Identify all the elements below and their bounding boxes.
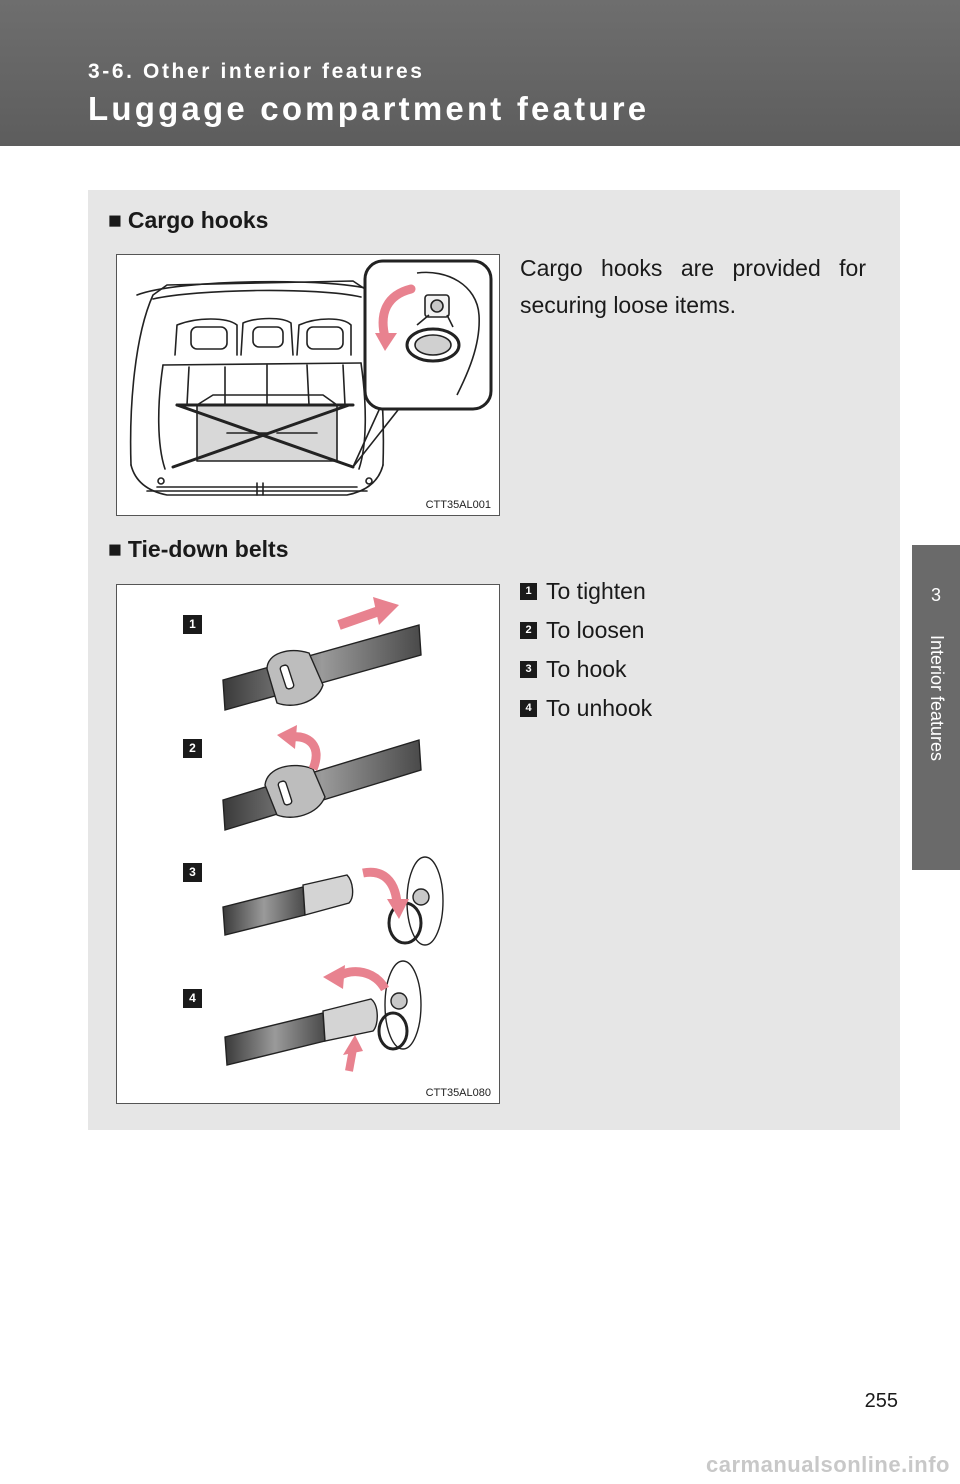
figure-step-1-badge: 1 xyxy=(183,615,202,634)
square-bullet-icon: ■ xyxy=(108,536,122,562)
page-title: Luggage compartment feature xyxy=(88,90,650,127)
step-number-badge: 1 xyxy=(520,583,537,600)
figure-code: CTT35AL001 xyxy=(425,499,491,511)
page-number: 255 xyxy=(864,1390,898,1412)
step-to-unhook: 4 To unhook xyxy=(520,695,652,722)
step-to-loosen: 2 To loosen xyxy=(520,617,644,644)
figure-step-2-badge: 2 xyxy=(183,739,202,758)
figure-step-4-badge: 4 xyxy=(183,989,202,1008)
step-label: To loosen xyxy=(546,617,645,643)
header-band: 3-6. Other interior features Luggage com… xyxy=(0,0,960,146)
step-number-badge: 2 xyxy=(520,622,537,639)
cargo-hooks-figure: CTT35AL001 xyxy=(116,254,500,516)
cargo-hooks-description-line2: securing loose items. xyxy=(520,292,737,318)
step-label: To unhook xyxy=(546,695,653,721)
chapter-tab-label: Interior features xyxy=(927,635,947,762)
step-to-tighten: 1 To tighten xyxy=(520,578,646,605)
step-label: To tighten xyxy=(546,578,646,604)
chapter-tab-number: 3 xyxy=(930,585,941,605)
tie-down-belts-heading: ■Tie-down belts xyxy=(108,536,289,562)
figure-step-3-badge: 3 xyxy=(183,863,202,882)
square-bullet-icon: ■ xyxy=(108,207,122,233)
watermark[interactable]: carmanualsonline.info xyxy=(706,1452,950,1477)
step-label: To hook xyxy=(546,656,627,682)
section-number: 3-6. Other interior features xyxy=(88,60,425,83)
luggage-compartment-illustration xyxy=(129,259,493,496)
tie-down-belts-figure: 1 2 3 4 CTT35AL080 xyxy=(116,584,500,1104)
cargo-hooks-description-line1: Cargo hooks are provided for xyxy=(520,255,866,281)
tie-down-belt-illustration xyxy=(222,597,444,1072)
cargo-hooks-heading: ■Cargo hooks xyxy=(108,207,269,233)
content-panel: ■Cargo hooks xyxy=(88,190,900,1130)
chapter-tab[interactable]: 3 Interior features xyxy=(912,545,960,870)
step-to-hook: 3 To hook xyxy=(520,656,627,683)
step-number-badge: 4 xyxy=(520,700,537,717)
step-number-badge: 3 xyxy=(520,661,537,678)
figure-code: CTT35AL080 xyxy=(425,1087,491,1099)
